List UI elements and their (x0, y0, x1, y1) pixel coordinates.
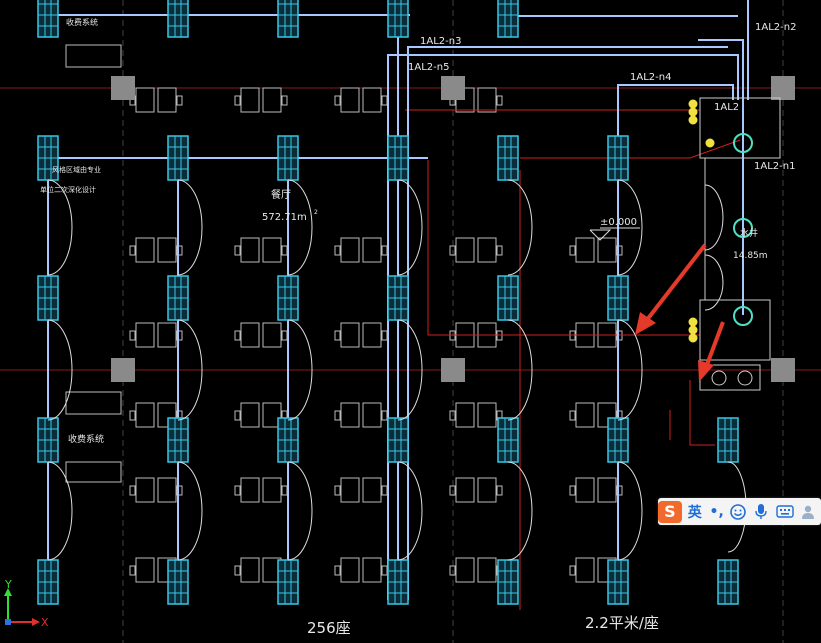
label-water-area: 14.85m (733, 251, 768, 261)
light-fixture-icon (277, 275, 299, 321)
label-billing-top: 收费系统 (66, 17, 98, 27)
light-fixture-icon (37, 559, 59, 605)
room-labels: 收费系统 收费系统 风格区域由专业 单位二次深化设计 餐厅 572.71m 2 … (40, 17, 768, 637)
ime-punctuation-toggle[interactable]: •, (709, 503, 724, 520)
light-fixture-icon (497, 559, 519, 605)
light-fixture-icon (167, 417, 189, 463)
light-fixture-icon (387, 0, 409, 38)
light-fixture-icon (607, 559, 629, 605)
ucs-axis-icon: Y X (4, 578, 49, 629)
light-fixture-icon (277, 559, 299, 605)
light-fixture-icon (607, 275, 629, 321)
label-circuit-n5: 1AL2-n5 (408, 62, 449, 73)
label-circuit-n4: 1AL2-n4 (630, 72, 671, 83)
door-swings (47, 179, 747, 561)
light-fixture-icon (277, 417, 299, 463)
light-fixture-icon (497, 0, 519, 38)
label-ratio: 2.2平米/座 (585, 614, 659, 632)
light-fixture-icon (717, 559, 739, 605)
light-fixture-icon (497, 275, 519, 321)
label-note-1: 风格区域由专业 (52, 165, 101, 174)
light-fixture-icon (607, 135, 629, 181)
light-fixture-icon (497, 135, 519, 181)
light-fixture-icon (387, 559, 409, 605)
circuit-labels: 1AL2-n3 1AL2-n5 1AL2-n4 1AL2-n2 1AL2-n1 … (408, 22, 796, 172)
light-fixture-icon (277, 0, 299, 38)
light-fixture-icon (37, 417, 59, 463)
label-room-area: 572.71m (262, 212, 307, 223)
red-wiring (405, 100, 741, 610)
light-fixtures (37, 0, 739, 605)
light-fixture-icon (387, 275, 409, 321)
axis-x-label: X (41, 616, 49, 629)
keyboard-icon[interactable] (773, 498, 797, 525)
label-room-name: 餐厅 (271, 188, 291, 201)
emoji-icon[interactable] (726, 498, 750, 525)
label-circuit-n3: 1AL2-n3 (420, 36, 461, 47)
label-seats: 256座 (307, 619, 351, 637)
annotation-arrows (635, 243, 725, 382)
light-fixture-icon (167, 0, 189, 38)
label-circuit-n2: 1AL2-n2 (755, 22, 796, 33)
light-fixture-icon (37, 0, 59, 38)
light-fixture-icon (167, 135, 189, 181)
label-area-sup: 2 (314, 209, 318, 216)
elevation-marker (589, 227, 640, 241)
user-icon[interactable] (797, 498, 821, 525)
light-fixture-icon (387, 135, 409, 181)
light-fixture-icon (497, 417, 519, 463)
label-panel: 1AL2 (714, 102, 739, 113)
label-note-2: 单位二次深化设计 (40, 185, 96, 194)
light-fixture-icon (607, 417, 629, 463)
label-water-room: 水井 (740, 227, 758, 239)
light-fixture-icon (167, 559, 189, 605)
grid-lines (122, 0, 784, 643)
label-circuit-n1: 1AL2-n1 (754, 161, 795, 172)
microphone-icon[interactable] (749, 498, 773, 525)
structural-columns (111, 76, 795, 382)
sogou-logo-icon[interactable]: S (658, 500, 682, 523)
light-fixture-icon (37, 275, 59, 321)
light-fixture-icon (387, 417, 409, 463)
label-elevation: ±0.000 (600, 217, 637, 228)
ime-toolbar[interactable]: S 英 •, (658, 498, 821, 525)
label-billing-bottom: 收费系统 (68, 433, 104, 445)
fan-symbols (733, 133, 753, 326)
dining-tables (65, 44, 623, 583)
light-fixture-icon (277, 135, 299, 181)
light-fixture-icon (167, 275, 189, 321)
axis-y-label: Y (4, 578, 12, 591)
ime-language-toggle[interactable]: 英 (687, 504, 702, 521)
light-fixture-icon (717, 417, 739, 463)
switch-symbols (688, 99, 715, 343)
